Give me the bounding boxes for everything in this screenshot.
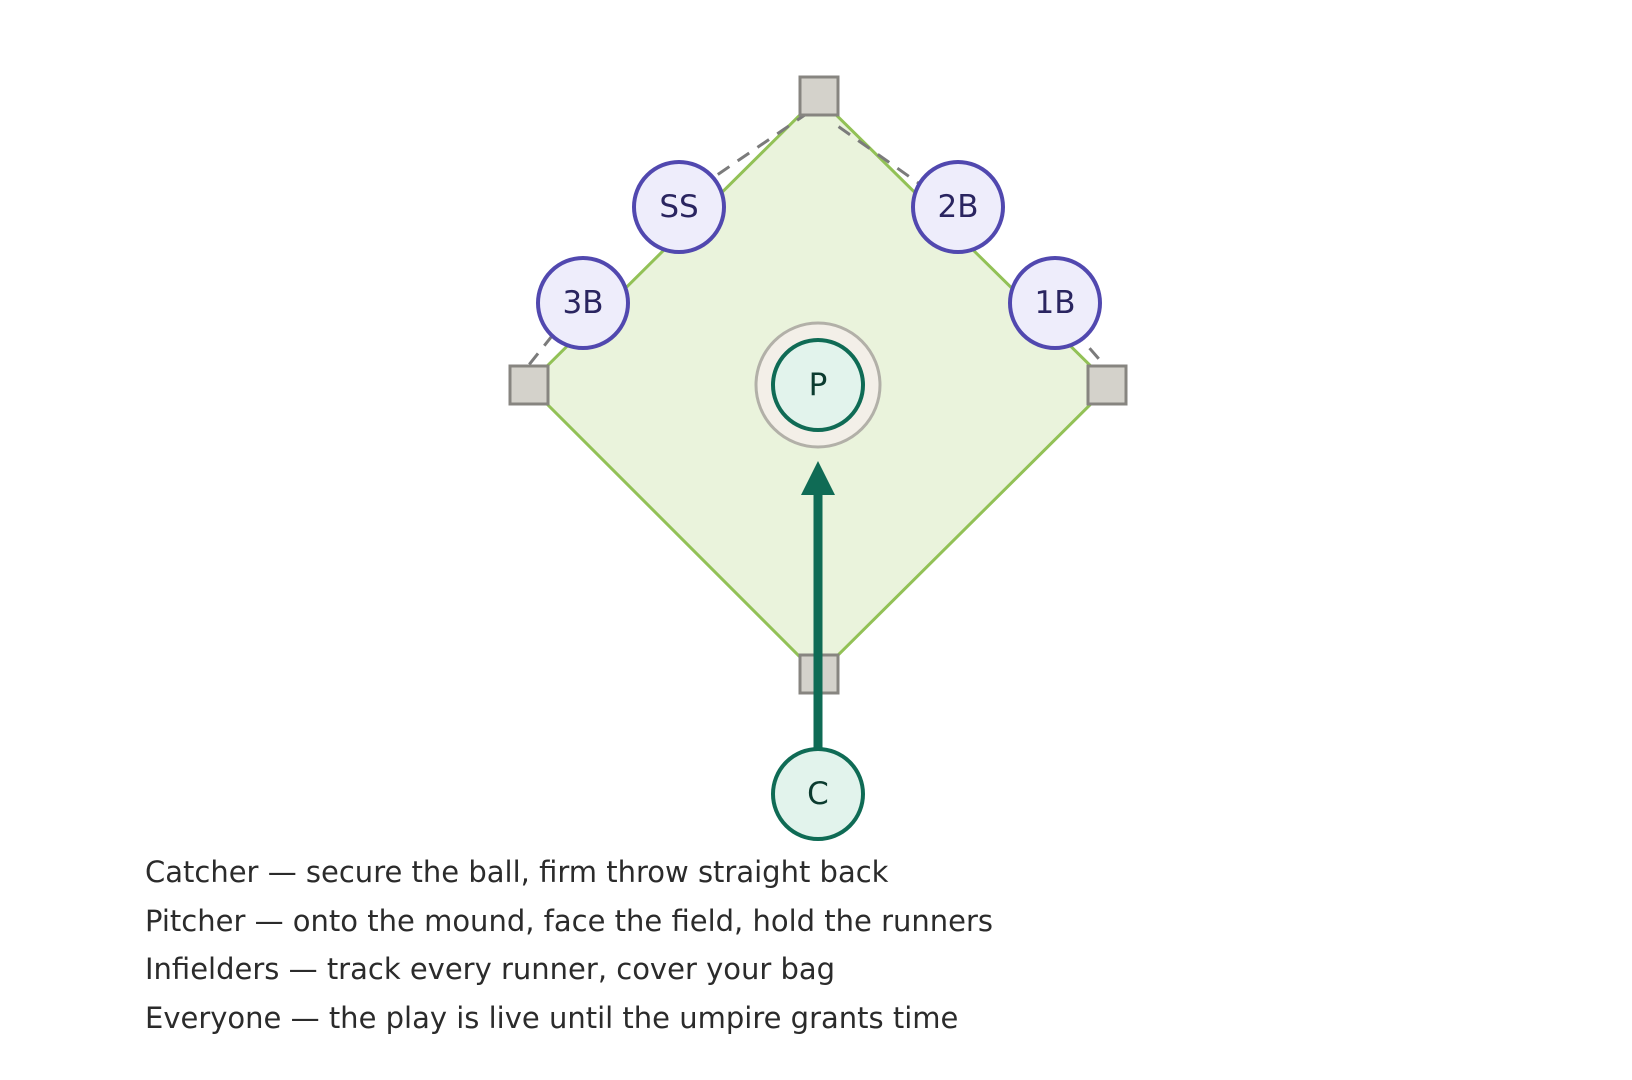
fielder-3b-label: 3B	[563, 285, 604, 321]
catcher-circle	[771, 747, 865, 841]
fielder-ss-circle	[632, 160, 726, 254]
fielder-2b-label: 2B	[938, 189, 979, 225]
note-pitcher: Pitcher — onto the mound, face the field…	[145, 903, 994, 938]
fielder-3b-circle	[536, 256, 630, 350]
pitcher-node: P	[771, 338, 865, 432]
catcher-node: C	[771, 747, 865, 841]
third-base	[508, 364, 550, 406]
guide-ss-second	[697, 104, 819, 190]
pitcher-circle	[771, 338, 865, 432]
fielder-1b-label: 1B	[1035, 285, 1076, 321]
fielder-1b: 1B	[1008, 256, 1102, 350]
fielder-1b-circle	[1008, 256, 1102, 350]
pitcher-label: P	[809, 367, 828, 403]
fielder-ss: SS	[632, 160, 726, 254]
fielder-ss-label: SS	[659, 189, 698, 225]
instruction-notes: Catcher — secure the ball, firm throw st…	[145, 848, 993, 1042]
catcher-label: C	[807, 776, 829, 812]
fielder-2b: 2B	[911, 160, 1005, 254]
note-everyone: Everyone — the play is live until the um…	[145, 1000, 959, 1035]
first-base	[1086, 364, 1128, 406]
note-infielders: Infielders — track every runner, cover y…	[145, 952, 836, 986]
note-catcher: Catcher — secure the ball, firm throw st…	[145, 855, 889, 889]
fielder-3b: 3B	[536, 256, 630, 350]
second-base	[798, 75, 840, 117]
fielder-2b-circle	[911, 160, 1005, 254]
